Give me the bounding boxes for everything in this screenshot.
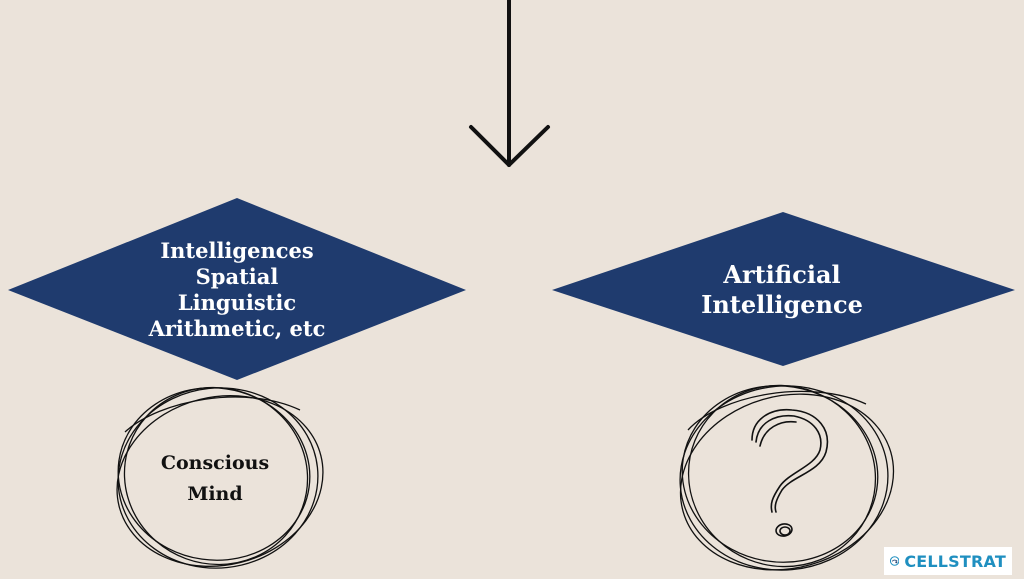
left-diamond-line-2: Spatial (195, 264, 279, 289)
right-diamond-shape (552, 212, 1015, 366)
left-diamond-label: Intelligences Spatial Linguistic Arithme… (137, 238, 337, 342)
left-diamond-line-1: Intelligences (160, 238, 314, 263)
cellstrat-logo: CELLSTRAT (884, 547, 1012, 575)
right-diamond-label: Artificial Intelligence (682, 260, 882, 320)
right-diamond-line-1: Artificial (723, 260, 841, 289)
left-diamond-line-4: Arithmetic, etc (148, 316, 326, 341)
left-diamond-shape (8, 198, 466, 380)
left-diamond-line-3: Linguistic (177, 290, 297, 315)
right-scribble-circle (679, 384, 895, 571)
down-arrow-icon (469, 0, 550, 167)
left-scribble-circle (116, 386, 324, 569)
left-circle-line-1: Conscious (160, 452, 270, 474)
cellstrat-logo-icon (890, 556, 900, 566)
left-circle-label: Conscious Mind (130, 448, 300, 510)
question-mark-icon (751, 408, 829, 537)
right-diamond-line-2: Intelligence (701, 290, 863, 319)
left-circle-line-2: Mind (187, 483, 243, 505)
cellstrat-logo-text: CELLSTRAT (904, 551, 1006, 571)
